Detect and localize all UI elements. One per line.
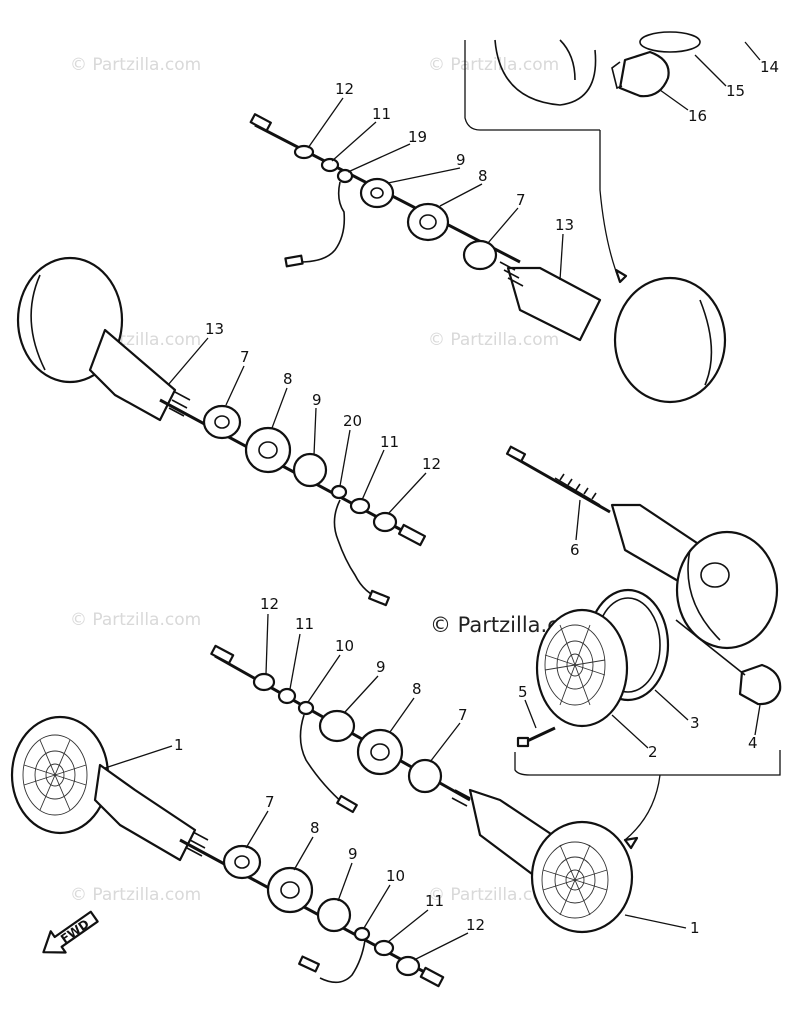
upper-left-assembly [16, 256, 427, 607]
right-middle-assembly [505, 445, 782, 850]
callout-label: 9 [376, 658, 386, 676]
callout-label: 8 [412, 680, 422, 698]
callout-label: 4 [748, 734, 758, 752]
watermark: © Partzilla.com [70, 610, 201, 630]
callout-label: 16 [688, 107, 707, 125]
callout-label: 11 [425, 892, 444, 910]
callout-label: 11 [380, 433, 399, 451]
callout-label: 12 [422, 455, 441, 473]
callout-label: 7 [240, 348, 250, 366]
callout-label: 11 [372, 105, 391, 123]
lens-pattern [22, 734, 88, 816]
watermark: © Partzilla.com [428, 55, 559, 75]
upper-rear-assembly [249, 113, 727, 404]
callout-label: 11 [295, 615, 314, 633]
forward-arrow: FWD [42, 910, 99, 954]
callout-label: 13 [555, 216, 574, 234]
watermark: © Partzilla.com [70, 55, 201, 75]
callout-label: 9 [348, 845, 358, 863]
callout-label: 12 [260, 595, 279, 613]
callout-label: 13 [205, 320, 224, 338]
watermark: © Partzilla.com [428, 885, 559, 905]
callout-label: 8 [310, 819, 320, 837]
callout-label: 7 [265, 793, 275, 811]
callout-label: 1 [690, 919, 700, 937]
lens-pattern [544, 624, 606, 706]
callout-label: 15 [726, 82, 745, 100]
lens-pattern [541, 841, 609, 919]
lower-middle-assembly [210, 644, 634, 934]
callout-label: 20 [343, 412, 362, 430]
forward-label: FWD [58, 917, 92, 946]
callout-label: 9 [456, 151, 466, 169]
callout-label: 3 [690, 714, 700, 732]
callout-label: 8 [478, 167, 488, 185]
callout-label: 5 [518, 683, 528, 701]
callout-label: 10 [335, 637, 354, 655]
watermark: © Partzilla.com [428, 330, 559, 350]
callout-label: 7 [458, 706, 468, 724]
top-detail-inset [464, 31, 701, 284]
callout-label: 14 [760, 58, 779, 76]
callout-label: 2 [648, 743, 658, 761]
callouts: 12 11 19 9 8 7 13 14 15 16 13 7 8 9 20 1… [104, 41, 779, 961]
watermark-layer: © Partzilla.com © Partzilla.com © Partzi… [70, 55, 592, 905]
callout-label: 9 [312, 391, 322, 409]
watermark: © Partzilla.com [70, 885, 201, 905]
callout-label: 12 [335, 80, 354, 98]
callout-label: 19 [408, 128, 427, 146]
callout-label: 1 [174, 736, 184, 754]
lower-left-assembly [10, 715, 445, 988]
callout-label: 6 [570, 541, 580, 559]
callout-label: 10 [386, 867, 405, 885]
callout-label: 12 [466, 916, 485, 934]
callout-label: 7 [516, 191, 526, 209]
callout-label: 8 [283, 370, 293, 388]
